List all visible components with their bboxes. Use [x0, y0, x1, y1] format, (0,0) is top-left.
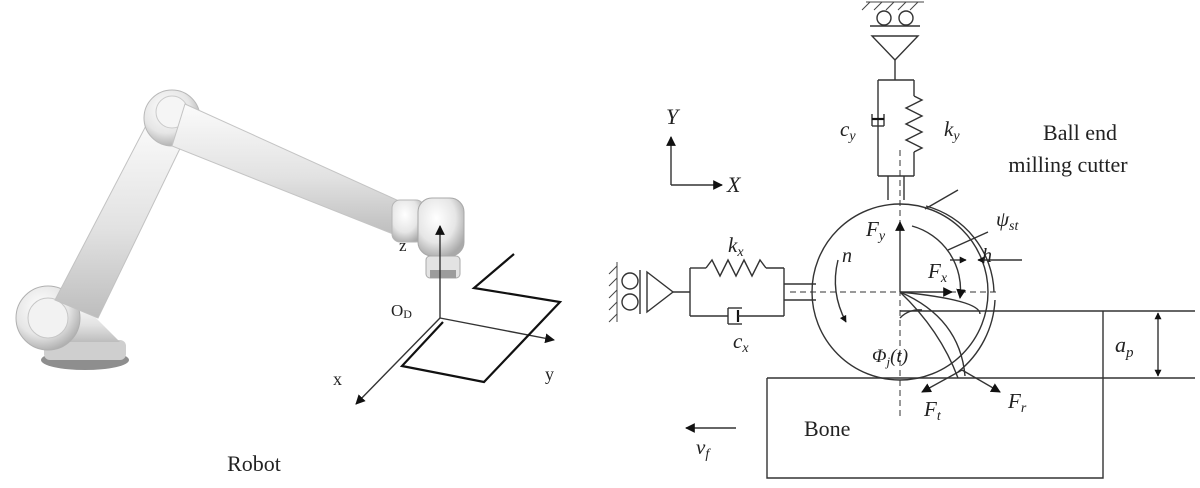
angle-phi-label: Φj(t) [872, 346, 908, 369]
frame-origin-label: OD [391, 301, 412, 321]
x-spring-damper: kx cx [689, 233, 816, 356]
spring-ky-label: ky [944, 117, 960, 144]
robot-coordinate-frame: z OD x y [333, 225, 563, 405]
frame-z-label: z [399, 236, 407, 255]
depth-ap-label: ap [1115, 332, 1134, 361]
left-support [608, 262, 690, 323]
bone-workpiece: Bone ap [766, 310, 1195, 479]
angle-psi-st-label: ψst [996, 207, 1019, 234]
robot-caption: Robot [227, 451, 281, 476]
y-spring-damper: cy ky [840, 79, 960, 200]
global-axes: Y X [666, 104, 742, 197]
axis-X-label: X [726, 172, 742, 197]
frame-x-axis [355, 317, 441, 405]
force-Fr-label: Fr [1007, 389, 1027, 416]
force-Ft-label: Ft [923, 397, 942, 424]
chip-thickness-h-label: h [982, 245, 992, 267]
feed-vf-label: vf [696, 435, 711, 462]
rotation-n-label: n [842, 245, 852, 267]
frame-x-label: x [333, 369, 342, 389]
force-vectors: Fy Fx ψst h Φj(t) Ft Fr [865, 207, 1027, 424]
force-Fx-label: Fx [927, 259, 948, 286]
robot-arm-illustration [15, 89, 465, 370]
frame-y-label: y [545, 364, 554, 384]
cutter-label-line2: milling cutter [1008, 152, 1128, 177]
ball-end-cutter: n Ball end milling cutter [790, 120, 1128, 420]
feed-velocity: vf [685, 423, 736, 462]
damper-cx-label: cx [733, 329, 749, 356]
frame-y-axis [439, 317, 555, 344]
work-plane-outline [399, 253, 563, 384]
damper-cy-label: cy [840, 117, 856, 144]
force-Fy-label: Fy [865, 217, 886, 244]
bone-label: Bone [804, 416, 850, 441]
cutter-label-line1: Ball end [1043, 120, 1117, 145]
top-support [861, 1, 924, 80]
spring-kx-label: kx [728, 233, 744, 260]
axis-Y-label: Y [666, 104, 681, 129]
